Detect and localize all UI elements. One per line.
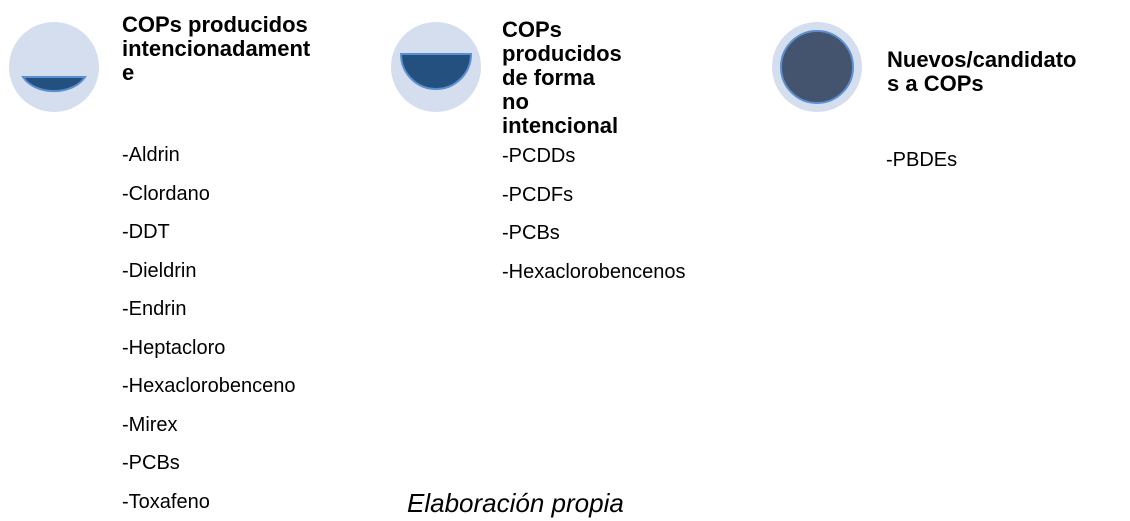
list-item: -Aldrin xyxy=(122,136,295,175)
category-title-1: COPs producidos intencionadament e xyxy=(122,13,310,85)
category-title-2: COPs producidos de forma no intencional xyxy=(502,18,622,138)
list-item: -Toxafeno xyxy=(122,483,295,521)
bowl-half-fill-icon xyxy=(391,22,481,112)
bowl-shallow-fill-icon xyxy=(9,22,99,112)
category-items-3: -PBDEs xyxy=(886,141,957,180)
category-title-3: Nuevos/candidato s a COPs xyxy=(887,48,1076,96)
list-item: -Mirex xyxy=(122,406,295,445)
list-item: -DDT xyxy=(122,213,295,252)
figure-caption: Elaboración propia xyxy=(407,488,624,518)
list-item: -Hexaclorobencenos xyxy=(502,253,685,292)
list-item: -PCBs xyxy=(122,444,295,483)
category-items-2: -PCDDs -PCDFs -PCBs -Hexaclorobencenos xyxy=(502,137,685,291)
list-item: -PBDEs xyxy=(886,141,957,180)
list-item: -PCDFs xyxy=(502,176,685,215)
list-item: -Endrin xyxy=(122,290,295,329)
list-item: -Hexaclorobenceno xyxy=(122,367,295,406)
list-item: -PCDDs xyxy=(502,137,685,176)
list-item: -Dieldrin xyxy=(122,252,295,291)
category-items-1: -Aldrin -Clordano -DDT -Dieldrin -Endrin… xyxy=(122,136,295,521)
list-item: -Clordano xyxy=(122,175,295,214)
list-item: -Heptacloro xyxy=(122,329,295,368)
full-circle-fill-icon xyxy=(772,22,862,112)
list-item: -PCBs xyxy=(502,214,685,253)
